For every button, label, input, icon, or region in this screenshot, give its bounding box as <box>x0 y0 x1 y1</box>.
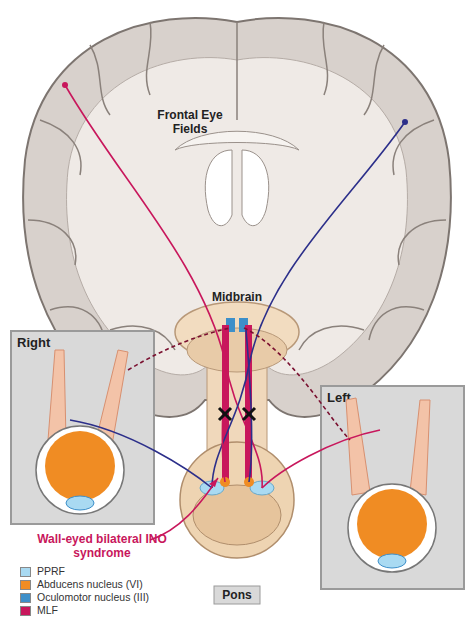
legend-swatch <box>20 606 31 616</box>
pons-tag <box>214 586 260 604</box>
leader-line <box>150 478 218 540</box>
legend-text: PPRF <box>37 565 65 577</box>
pons <box>180 442 294 558</box>
sulci <box>28 22 446 350</box>
fef-dot <box>62 82 68 88</box>
legend-text: MLF <box>37 604 58 616</box>
abducens-nucleus <box>244 477 254 487</box>
ventricle <box>242 150 269 226</box>
fef-dot <box>402 119 408 125</box>
leader-head <box>209 478 218 487</box>
midbrain-tegmentum <box>187 328 287 372</box>
mlf <box>245 325 252 485</box>
mlf-fiber <box>222 330 228 482</box>
mlf <box>222 325 229 485</box>
legend-swatch <box>20 593 31 603</box>
inset-heading: Left <box>327 390 351 405</box>
figure-label: Pons <box>214 588 260 602</box>
lesion-marks <box>219 408 255 420</box>
legend-text: Oculomotor nucleus (III) <box>37 591 149 603</box>
figure-label: Wall-eyed bilateral INO syndrome <box>22 532 182 560</box>
legend-swatch <box>20 580 31 590</box>
legend-text: Abducens nucleus (VI) <box>37 578 143 590</box>
legend-swatch <box>20 567 31 577</box>
inset-box: Right <box>10 330 155 525</box>
inset-heading: Right <box>17 335 50 350</box>
figure-label: Midbrain <box>200 290 274 304</box>
mlf-fiber <box>246 330 252 482</box>
inset-box: Left <box>320 385 465 590</box>
ventricle <box>205 150 232 226</box>
figure-label: Frontal Eye Fields <box>140 108 240 136</box>
abducens-nucleus <box>220 477 230 487</box>
